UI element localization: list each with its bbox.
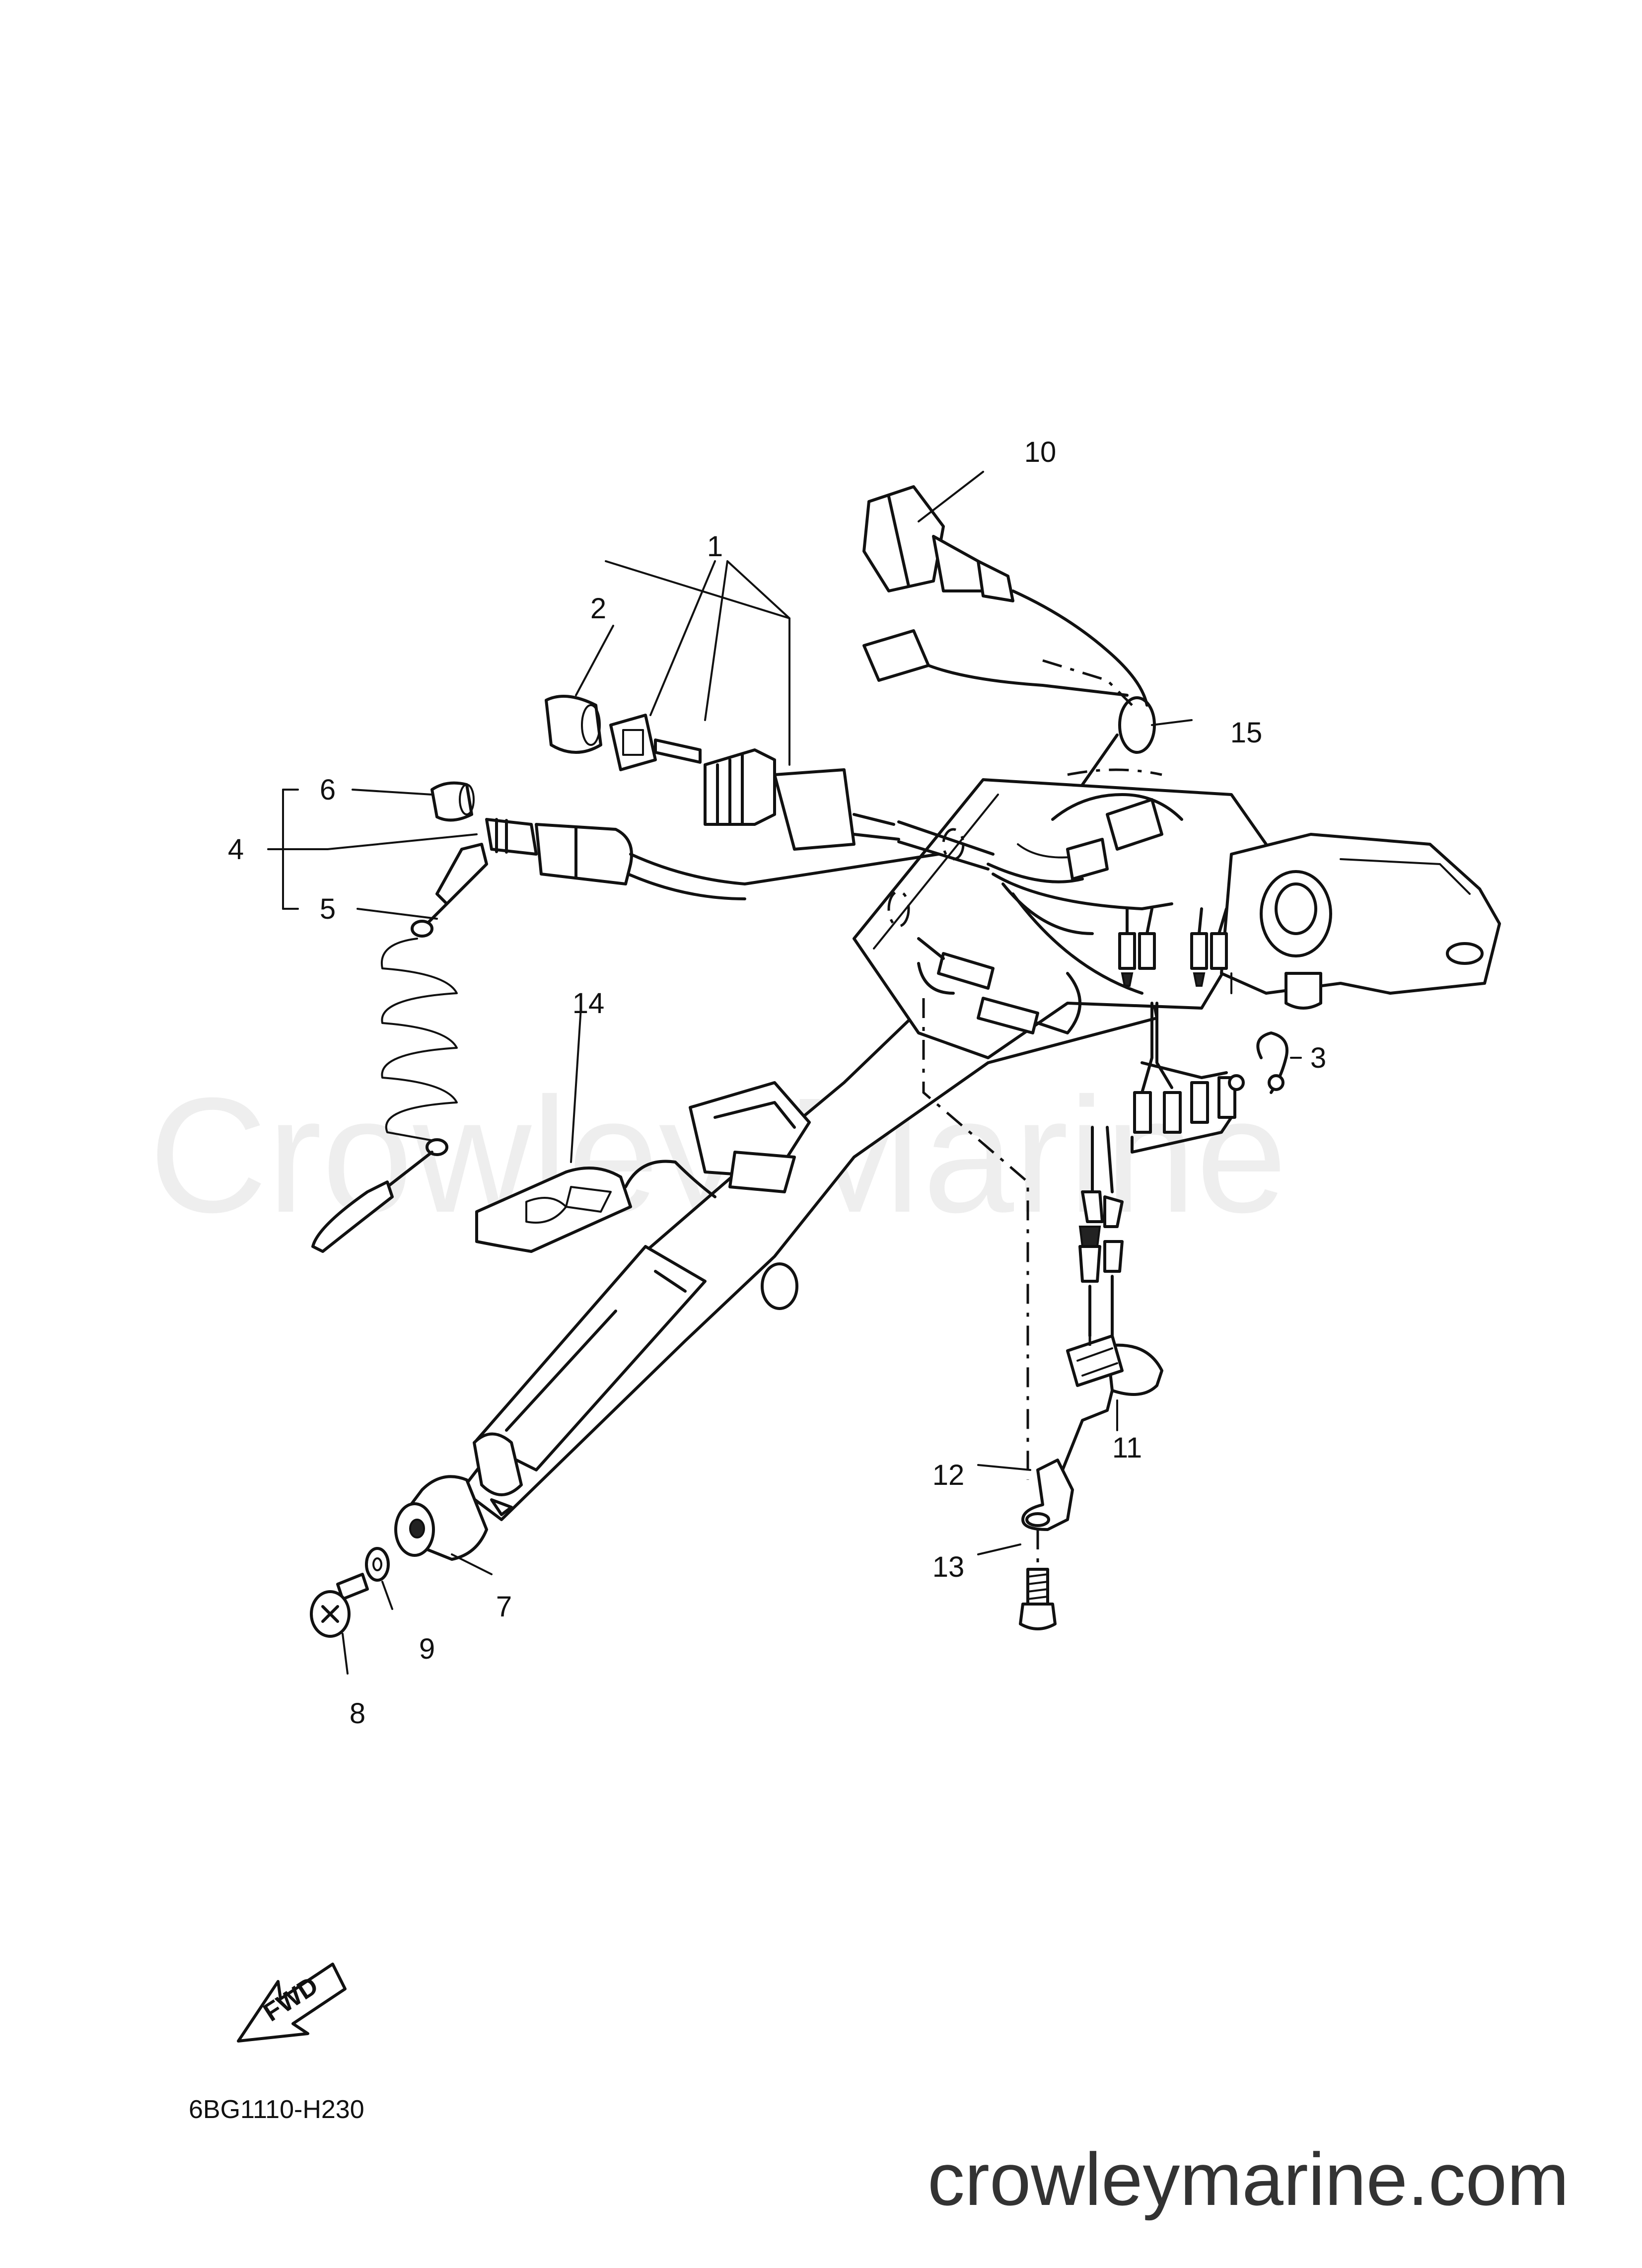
callout-9: 9 <box>419 1633 435 1665</box>
callout-6: 6 <box>320 774 336 806</box>
callout-10: 10 <box>1024 436 1057 468</box>
stop-switch-cap <box>430 781 475 822</box>
callout-14: 14 <box>572 987 605 1020</box>
wire-harness-connector <box>862 485 1148 707</box>
forward-arrow-icon: FWD <box>237 1963 347 2043</box>
drawing-code: 6BG1110-H230 <box>189 2095 364 2124</box>
leader-lines <box>267 471 1302 1675</box>
key <box>609 714 702 771</box>
callout-5: 5 <box>320 893 336 925</box>
callout-4: 4 <box>228 833 244 866</box>
callout-11: 11 <box>1112 1432 1142 1464</box>
buzzer <box>1066 1334 1163 1396</box>
callout-numbers: 1 2 3 4 5 6 7 8 9 10 11 12 13 14 15 <box>228 436 1326 1730</box>
main-switch <box>704 748 995 871</box>
assembly-lines <box>887 659 1162 1569</box>
cap <box>545 695 602 754</box>
callout-15: 15 <box>1230 717 1263 749</box>
clip <box>1228 1031 1288 1094</box>
indicator-lamp <box>475 1160 716 1253</box>
washer <box>365 1547 390 1582</box>
callout-12: 12 <box>932 1459 965 1491</box>
lanyard-cord <box>311 843 488 1253</box>
callout-3: 3 <box>1310 1042 1326 1074</box>
callout-7: 7 <box>496 1591 512 1623</box>
callout-1: 1 <box>707 530 723 563</box>
screw <box>310 1573 369 1638</box>
wiring-harness <box>917 793 1236 1337</box>
bolt <box>1019 1568 1057 1630</box>
callout-13: 13 <box>932 1551 965 1583</box>
grip-end-cap <box>394 1475 488 1561</box>
website-text: crowleymarine.com <box>928 2137 1569 2221</box>
stop-switch-assembly <box>485 818 940 900</box>
callout-2: 2 <box>590 592 606 625</box>
callout-8: 8 <box>350 1697 365 1730</box>
band-clamp <box>1081 696 1156 786</box>
tiller-handle <box>460 778 1501 1521</box>
bracket <box>1021 1389 1114 1531</box>
